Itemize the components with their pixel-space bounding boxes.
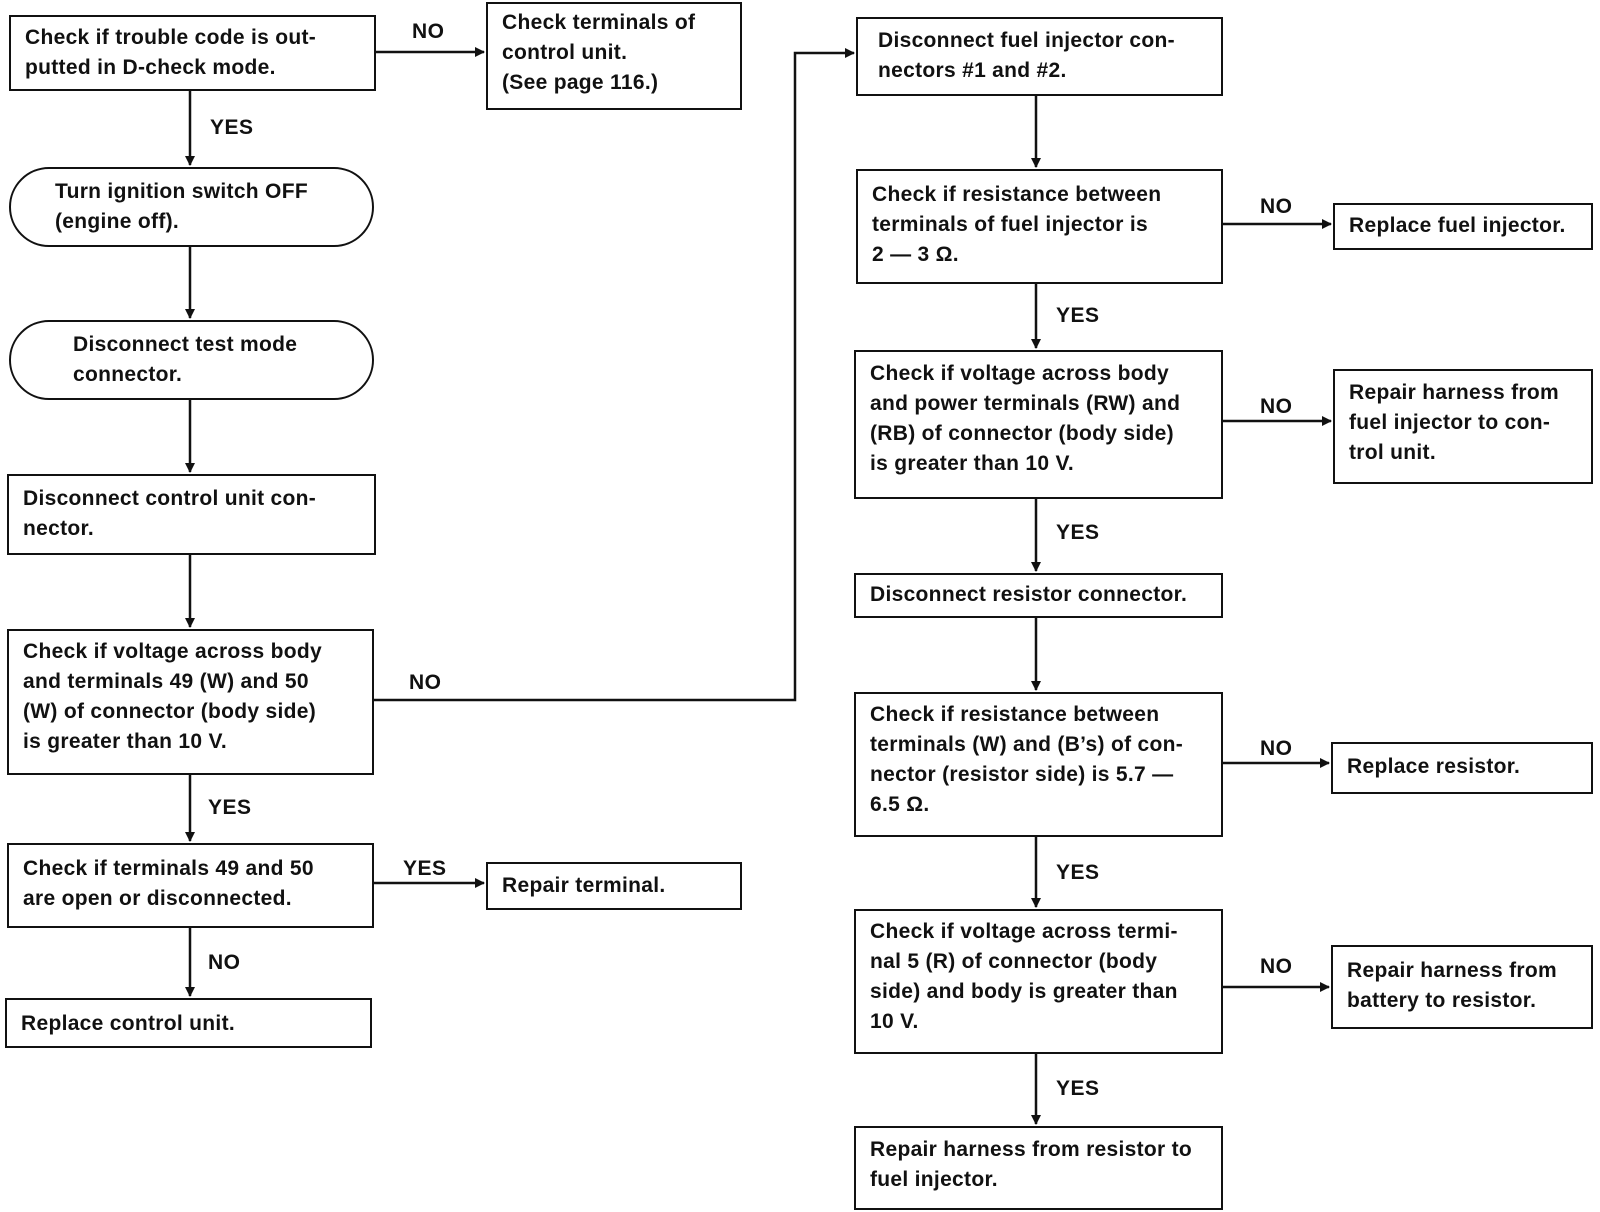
check-power-voltage-box: Check if voltage across body and power t… (854, 350, 1223, 499)
box-line: fuel injector. (870, 1168, 998, 1191)
box-line: Check if voltage across body (870, 362, 1169, 385)
box-line: nector (resistor side) is 5.7 — (870, 763, 1174, 786)
no-label: NO (1260, 737, 1293, 760)
replace-fuel-injector-box: Replace fuel injector. (1333, 203, 1593, 250)
repair-harness-resistor-injector-box: Repair harness from resistor to fuel inj… (854, 1126, 1223, 1210)
box-line: Check if resistance between (870, 703, 1160, 726)
box-line: Turn ignition switch OFF (55, 180, 308, 203)
yes-label: YES (210, 116, 254, 139)
box-line: trol unit. (1349, 441, 1436, 464)
check-terminals-open-box: Check if terminals 49 and 50 are open or… (7, 843, 374, 928)
box-line: connector. (73, 363, 183, 386)
replace-control-unit-box: Replace control unit. (5, 998, 372, 1048)
disconnect-test-mode-box: Disconnect test mode connector. (9, 320, 374, 400)
no-label: NO (208, 951, 241, 974)
box-line: Disconnect test mode (73, 333, 298, 356)
box-line: terminals (W) and (B’s) of con- (870, 733, 1184, 756)
box-line: Replace fuel injector. (1349, 214, 1566, 237)
box-line: Repair harness from (1347, 959, 1557, 982)
yes-label: YES (1056, 1077, 1100, 1100)
box-line: Repair harness from resistor to (870, 1138, 1193, 1161)
box-line: Disconnect control unit con- (23, 487, 317, 510)
box-line: (engine off). (55, 210, 180, 233)
no-label: NO (1260, 955, 1293, 978)
box-line: nal 5 (R) of connector (body (870, 950, 1158, 973)
box-line: control unit. (502, 41, 628, 64)
box-line: terminals of fuel injector is (872, 213, 1148, 236)
box-line: putted in D-check mode. (25, 56, 276, 79)
box-line: fuel injector to con- (1349, 411, 1551, 434)
yes-label: YES (1056, 304, 1100, 327)
box-line: Check if trouble code is out- (25, 26, 317, 49)
no-label: NO (412, 20, 445, 43)
box-line: and terminals 49 (W) and 50 (23, 670, 309, 693)
yes-label: YES (1056, 521, 1100, 544)
check-injector-resistance-box: Check if resistance between terminals of… (856, 169, 1223, 284)
box-line: Disconnect resistor connector. (870, 583, 1188, 606)
arrow-voltage-no-to-fuel-injector (370, 48, 855, 702)
box-line: side) and body is greater than (870, 980, 1178, 1003)
box-line: Repair harness from (1349, 381, 1559, 404)
no-label: NO (1260, 395, 1293, 418)
box-line: 10 V. (870, 1010, 919, 1033)
disconnect-control-unit-connector-box: Disconnect control unit con- nector. (7, 474, 376, 555)
box-line: 6.5 Ω. (870, 793, 930, 816)
disconnect-resistor-box: Disconnect resistor connector. (854, 573, 1223, 618)
box-line: Check terminals of (502, 11, 696, 34)
box-line: Replace resistor. (1347, 755, 1521, 778)
box-line: Check if resistance between (872, 183, 1162, 206)
box-line: 2 — 3 Ω. (872, 243, 959, 266)
box-line: (W) of connector (body side) (23, 700, 317, 723)
box-line: is greater than 10 V. (23, 730, 227, 753)
turn-ignition-off-box: Turn ignition switch OFF (engine off). (9, 167, 374, 247)
box-line: Replace control unit. (21, 1012, 235, 1035)
box-line: Check if voltage across termi- (870, 920, 1178, 943)
yes-label: YES (208, 796, 252, 819)
check-voltage-49-50-box: Check if voltage across body and termina… (7, 629, 374, 775)
box-line: Check if voltage across body (23, 640, 322, 663)
no-label: NO (409, 671, 442, 694)
box-line: (See page 116.) (502, 71, 659, 94)
check-trouble-code-box: Check if trouble code is out- putted in … (9, 15, 376, 91)
check-voltage-terminal5-box: Check if voltage across termi- nal 5 (R)… (854, 909, 1223, 1054)
box-line: Check if terminals 49 and 50 (23, 857, 314, 880)
box-line: battery to resistor. (1347, 989, 1537, 1012)
box-line: Repair terminal. (502, 874, 666, 897)
repair-harness-battery-resistor-box: Repair harness from battery to resistor. (1331, 945, 1593, 1029)
box-line: nectors #1 and #2. (878, 59, 1067, 82)
repair-harness-injector-cu-box: Repair harness from fuel injector to con… (1333, 369, 1593, 484)
box-line: nector. (23, 517, 94, 540)
check-terminals-control-unit-box: Check terminals of control unit. (See pa… (486, 2, 742, 110)
box-line: Disconnect fuel injector con- (878, 29, 1175, 52)
repair-terminal-box: Repair terminal. (486, 862, 742, 910)
yes-label: YES (403, 857, 447, 880)
check-resistor-resistance-box: Check if resistance between terminals (W… (854, 692, 1223, 837)
no-label: NO (1260, 195, 1293, 218)
yes-label: YES (1056, 861, 1100, 884)
box-line: (RB) of connector (body side) (870, 422, 1174, 445)
box-line: are open or disconnected. (23, 887, 292, 910)
disconnect-fuel-injector-box: Disconnect fuel injector con- nectors #1… (856, 17, 1223, 96)
box-line: is greater than 10 V. (870, 452, 1074, 475)
replace-resistor-box: Replace resistor. (1331, 742, 1593, 794)
box-line: and power terminals (RW) and (870, 392, 1181, 415)
